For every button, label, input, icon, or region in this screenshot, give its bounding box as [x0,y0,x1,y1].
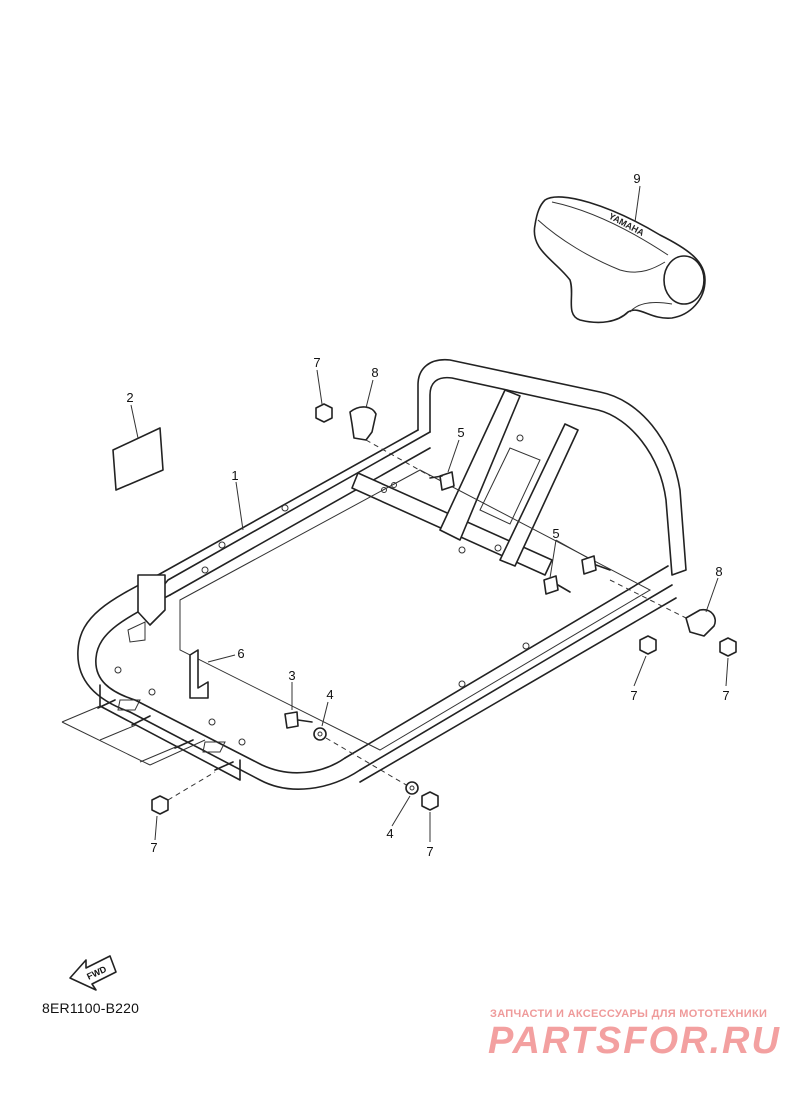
callout-1: 1 [231,468,238,483]
callout-9: 9 [633,171,640,186]
part-9-cover: YAMAHA 9 [533,171,706,324]
fwd-arrow-icon: FWD [69,955,117,991]
part-1-frame: 1 [61,359,687,790]
part-2-label: 2 [112,390,164,491]
callout-6: 6 [237,646,244,661]
callout-2: 2 [126,390,133,405]
callout-4b: 4 [386,826,393,841]
callout-5b: 5 [552,526,559,541]
part-5-bolts: 5 5 [429,425,611,595]
callout-3: 3 [288,668,295,683]
callout-8b: 8 [715,564,722,579]
part-3-bolt: 3 [284,668,313,729]
part-8-clamps: 8 8 [349,365,723,637]
part-7-nuts: 7 7 7 7 7 [150,355,737,859]
callout-4a: 4 [326,687,333,702]
watermark-brand: PARTSFOR.RU [488,1020,781,1062]
watermark-subtitle: ЗАПЧАСТИ И АКСЕССУАРЫ ДЛЯ МОТОТЕХНИКИ [490,1008,768,1020]
part-4-washers: 4 4 [313,687,419,841]
part-6-clip: 6 [189,646,245,699]
callout-7e: 7 [722,688,729,703]
callout-7c: 7 [426,844,433,859]
callout-5a: 5 [457,425,464,440]
callout-8a: 8 [371,365,378,380]
callout-7a: 7 [313,355,320,370]
callout-7d: 7 [630,688,637,703]
callout-7b: 7 [150,840,157,855]
part-code: 8ER1100-B220 [42,1000,140,1016]
